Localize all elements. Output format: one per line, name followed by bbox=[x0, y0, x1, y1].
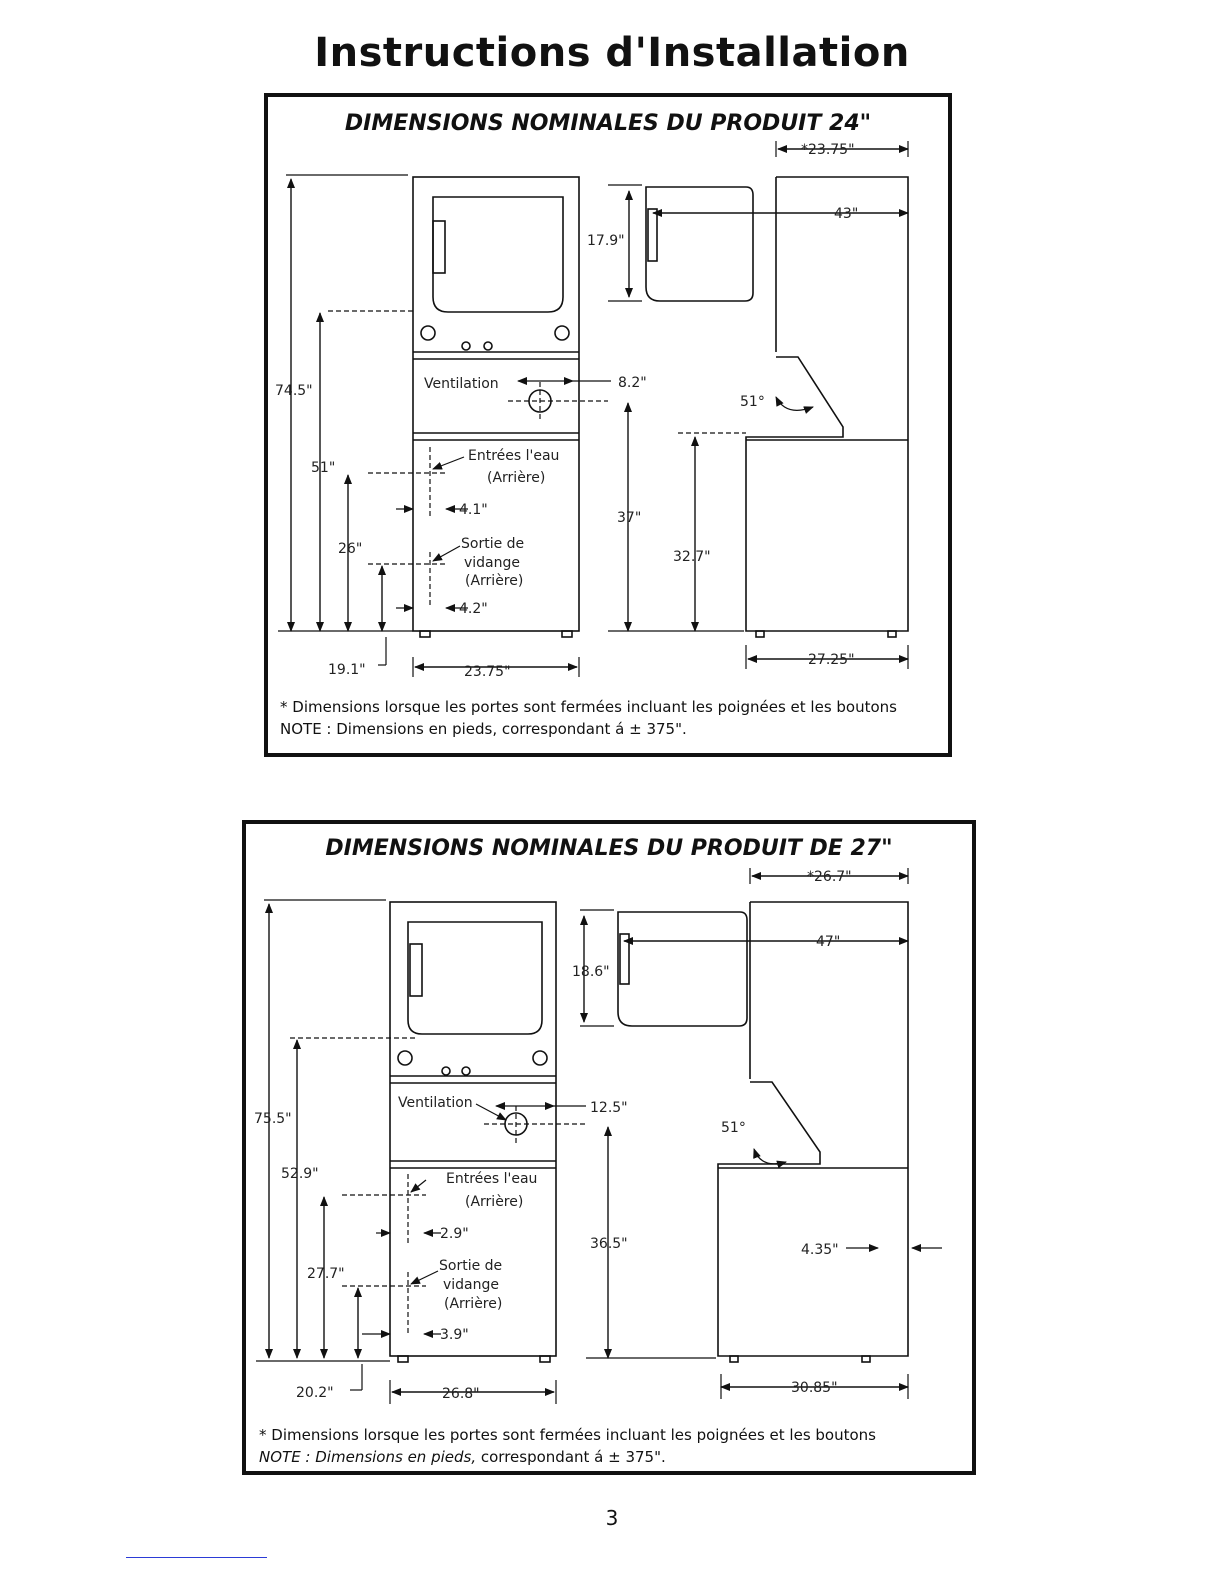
label-drain-3: (Arrière) bbox=[444, 1296, 502, 1312]
label-width: 23.75" bbox=[464, 664, 511, 680]
side-door-open bbox=[617, 911, 748, 1027]
label-width: 26.8" bbox=[442, 1386, 480, 1402]
note-line-2: NOTE : Dimensions en pieds, correspondan… bbox=[259, 1446, 666, 1468]
dimensions-panel-24: DIMENSIONS NOMINALES DU PRODUIT 24" bbox=[264, 93, 952, 757]
front-unit-outline bbox=[412, 176, 580, 632]
label-drain-1: Sortie de bbox=[461, 536, 524, 552]
label-depth-door-open: 43" bbox=[834, 206, 858, 222]
note-line-2-italic: NOTE : Dimensions en pieds, bbox=[259, 1448, 477, 1466]
label-washer-height: 36.5" bbox=[590, 1236, 628, 1252]
label-inlet-height: 26" bbox=[338, 541, 362, 557]
label-drain-height: 19.1" bbox=[328, 662, 366, 678]
label-water-inlets-note: (Arrière) bbox=[465, 1194, 523, 1210]
label-ventilation: Ventilation bbox=[398, 1095, 473, 1111]
front-unit-outline bbox=[389, 901, 557, 1357]
note-line-1: * Dimensions lorsque les portes sont fer… bbox=[280, 698, 897, 716]
label-water-inlets: Entrées l'eau bbox=[468, 448, 559, 464]
side-unit-outline bbox=[717, 901, 909, 1357]
page-title: Instructions d'Installation bbox=[314, 30, 910, 76]
label-depth-door-open: 47" bbox=[816, 934, 840, 950]
knob-left bbox=[420, 325, 436, 341]
label-door-angle: 51° bbox=[721, 1120, 746, 1136]
side-door-open bbox=[645, 186, 754, 302]
diagram-24: *23.75" 43" 17.9" 74.5" Ventilation 8.2"… bbox=[275, 141, 909, 680]
label-drain-2: vidange bbox=[464, 555, 520, 571]
panel-24-title: DIMENSIONS NOMINALES DU PRODUIT 24" bbox=[344, 111, 872, 136]
label-inlet-offset: 2.9" bbox=[440, 1226, 469, 1242]
label-drain-2: vidange bbox=[443, 1277, 499, 1293]
label-side-depth: 27.25" bbox=[808, 652, 855, 668]
label-water-inlets-note: (Arrière) bbox=[487, 470, 545, 486]
label-drain-offset: 3.9" bbox=[440, 1327, 469, 1343]
label-ventilation: Ventilation bbox=[424, 376, 499, 392]
label-door-height: 17.9" bbox=[587, 233, 625, 249]
side-unit-outline bbox=[745, 176, 909, 632]
diagram-27: *26.7" 47" 18.6" 75.5" Ventilation 12.5"… bbox=[254, 868, 942, 1404]
label-side-depth: 30.85" bbox=[791, 1380, 838, 1396]
label-drain-3: (Arrière) bbox=[465, 573, 523, 589]
label-inlet-height: 27.7" bbox=[307, 1266, 345, 1282]
page-number: 3 bbox=[605, 1506, 619, 1530]
label-dryer-base-height: 52.9" bbox=[281, 1166, 319, 1182]
label-depth-closed: *26.7" bbox=[807, 869, 852, 885]
label-total-height: 75.5" bbox=[254, 1111, 292, 1127]
label-inlet-offset: 4.1" bbox=[459, 502, 488, 518]
label-side-offset: 4.35" bbox=[801, 1242, 839, 1258]
dryer-door-handle bbox=[432, 220, 446, 274]
dimensions-panel-27: DIMENSIONS NOMINALES DU PRODUIT DE 27" bbox=[242, 820, 976, 1475]
knob-right bbox=[554, 325, 570, 341]
label-depth-closed: *23.75" bbox=[801, 142, 855, 158]
label-drain-offset: 4.2" bbox=[459, 601, 488, 617]
dryer-door bbox=[407, 921, 543, 1035]
label-vent-offset: 12.5" bbox=[590, 1100, 628, 1116]
label-washer-height: 37" bbox=[617, 510, 641, 526]
label-door-height: 18.6" bbox=[572, 964, 610, 980]
note-line-2: NOTE : Dimensions en pieds, correspondan… bbox=[280, 720, 687, 738]
label-side-washer-height: 32.7" bbox=[673, 549, 711, 565]
label-drain-1: Sortie de bbox=[439, 1258, 502, 1274]
panel-27-title: DIMENSIONS NOMINALES DU PRODUIT DE 27" bbox=[325, 836, 893, 861]
dryer-door-handle bbox=[409, 943, 423, 997]
footer-rule bbox=[126, 1557, 267, 1558]
label-vent-offset: 8.2" bbox=[618, 375, 647, 391]
note-line-2-rest: correspondant á ± 375". bbox=[476, 1448, 666, 1466]
label-water-inlets: Entrées l'eau bbox=[446, 1171, 537, 1187]
label-door-angle: 51° bbox=[740, 394, 765, 410]
note-line-1: * Dimensions lorsque les portes sont fer… bbox=[259, 1426, 876, 1444]
label-total-height: 74.5" bbox=[275, 383, 313, 399]
label-dryer-base-height: 51" bbox=[311, 460, 335, 476]
label-drain-height: 20.2" bbox=[296, 1385, 334, 1401]
dryer-door bbox=[432, 196, 564, 313]
